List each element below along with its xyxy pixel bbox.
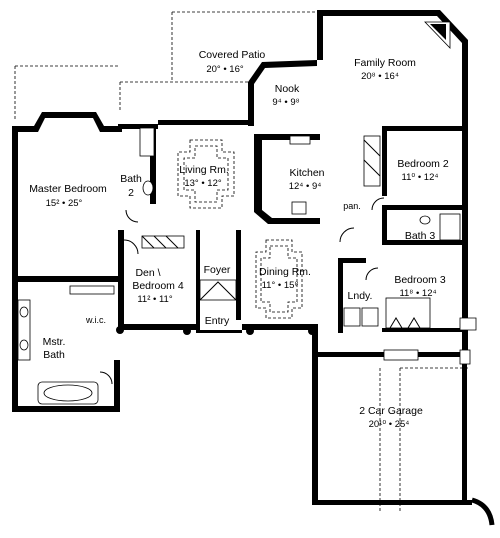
master-bath-name: Mstr.	[43, 336, 66, 348]
nook-name: Nook	[275, 83, 300, 95]
den-name: Den \	[135, 267, 160, 279]
den-dims: 11² • 11°	[137, 294, 172, 305]
family-room-name: Family Room	[354, 57, 416, 69]
garage-corner	[471, 497, 495, 526]
bedroom-2-dims: 11⁰ • 12⁴	[402, 172, 439, 183]
nook-dims: 9⁴ • 9⁸	[272, 97, 299, 108]
fireplace	[424, 21, 451, 49]
exterior-walls	[12, 10, 472, 505]
living-rm-name: Living Rm.	[179, 164, 229, 176]
doors	[99, 197, 385, 385]
bedroom-3-name: Bedroom 3	[394, 274, 446, 286]
dining-rm-name: Dining Rm.	[259, 266, 311, 278]
bedroom-3-dims: 11⁸ • 12⁴	[399, 288, 436, 299]
dining-rm-dims: 11° • 15⁸	[262, 280, 299, 291]
room-labels: Covered Patio 20° • 16° Family Room 20⁸ …	[29, 49, 449, 430]
laundry-label: Lndy.	[348, 290, 373, 302]
entry-label: Entry	[205, 315, 230, 327]
foyer-stairs	[199, 279, 237, 301]
living-rm-dims: 13° • 12°	[184, 178, 222, 189]
covered-patio-name: Covered Patio	[199, 49, 266, 61]
master-bedroom-dims: 15² • 25°	[46, 198, 83, 209]
fixtures	[17, 127, 477, 405]
bath-2-number: 2	[128, 187, 134, 199]
garage-dims: 20¹⁰ • 25⁴	[369, 419, 410, 430]
master-bedroom-name: Master Bedroom	[29, 183, 107, 195]
covered-patio-dims: 20° • 16°	[206, 64, 244, 75]
den-subname: Bedroom 4	[132, 280, 184, 292]
kitchen-name: Kitchen	[289, 167, 324, 179]
wic-label: w.i.c.	[85, 315, 106, 325]
bath-2-name: Bath	[120, 173, 142, 185]
foyer-name: Foyer	[204, 264, 231, 276]
columns	[116, 326, 316, 335]
ceiling-patterns	[177, 139, 303, 319]
master-bath-subname: Bath	[43, 349, 65, 361]
bath-3-name: Bath 3	[405, 230, 436, 242]
garage-name: 2 Car Garage	[359, 405, 423, 417]
bedroom-2-name: Bedroom 2	[397, 158, 449, 170]
pantry-label: pan.	[343, 201, 361, 211]
family-room-dims: 20⁸ • 16⁴	[361, 71, 399, 82]
roof-outline	[14, 11, 470, 512]
closets	[69, 135, 431, 329]
kitchen-dims: 12⁴ • 9⁴	[289, 181, 322, 192]
